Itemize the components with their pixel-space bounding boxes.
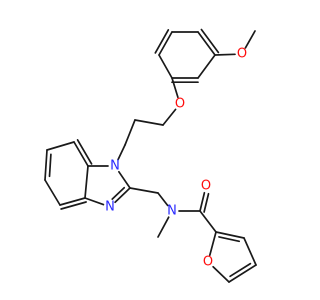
bond-n3-c2b (114, 187, 131, 204)
bond-c7a-c7 (73, 141, 89, 167)
atom-label-carbonyl-o: O (201, 179, 211, 194)
bond-c3a-c7a (84, 165, 89, 199)
bond-c3-c4-second (154, 29, 170, 54)
bond-me1-o1 (244, 30, 256, 49)
bond-of-f5 (212, 265, 230, 283)
bond-c3-c4 (158, 31, 173, 56)
bond-c5-o2 (171, 77, 179, 99)
bond-f3-f2 (215, 231, 245, 239)
bond-c2b-n1 (118, 170, 131, 189)
bond-ch2c-n1 (117, 144, 126, 161)
bond-o1-c1 (214, 53, 236, 56)
bond-n4-nme (157, 216, 170, 238)
atom-label-benzimidazole-n1: N (110, 159, 120, 174)
bond-o2-ch2a (162, 108, 177, 126)
bond-layer (44, 28, 257, 283)
bond-c4-c5 (158, 54, 173, 79)
atom-label-benzimidazole-n3: N (105, 200, 115, 215)
bond-c5b-c4b (44, 179, 61, 206)
bond-c3a-n3 (84, 197, 105, 206)
bond-c7-c6b (46, 141, 75, 151)
bond-ch2a-ch2b (134, 119, 164, 126)
bond-c4b-c3a-second (60, 201, 87, 210)
bond-ch2b-ch2c (124, 119, 136, 146)
bond-c1-c2 (197, 31, 216, 56)
bond-f2-of (208, 231, 217, 257)
atom-label-amide-n: N (167, 204, 177, 219)
atom-label-furan-o: O (203, 255, 213, 270)
bond-c6-c1 (197, 54, 216, 79)
bond-c2b-ch2d (129, 187, 159, 194)
bond-f5-f4 (228, 264, 257, 283)
atom-label-methoxy-o: O (237, 47, 247, 62)
bond-c4b-c3a (59, 197, 86, 206)
bond-c1-c2-second (200, 28, 220, 54)
atom-label-layer: O O N N N O O (105, 47, 247, 270)
bond-n3-c2b-inner (111, 186, 126, 200)
bond-co-o3-second (203, 192, 210, 213)
bond-c6b-c5b (44, 149, 48, 181)
bond-c6b-c5b-inner (48, 153, 52, 178)
bond-f5-f4-inner (229, 262, 252, 278)
bond-co-f2 (199, 210, 217, 233)
bond-f3-f2-inner (218, 236, 241, 243)
bond-ch2d-n4 (157, 192, 169, 207)
bond-c7a-c7-second (76, 139, 93, 165)
bond-co-o3 (199, 191, 206, 212)
molecule-structure: O O N N N O O (44, 28, 257, 283)
atom-label-phenoxy-o: O (175, 97, 185, 112)
bond-f4-f3 (243, 237, 257, 266)
